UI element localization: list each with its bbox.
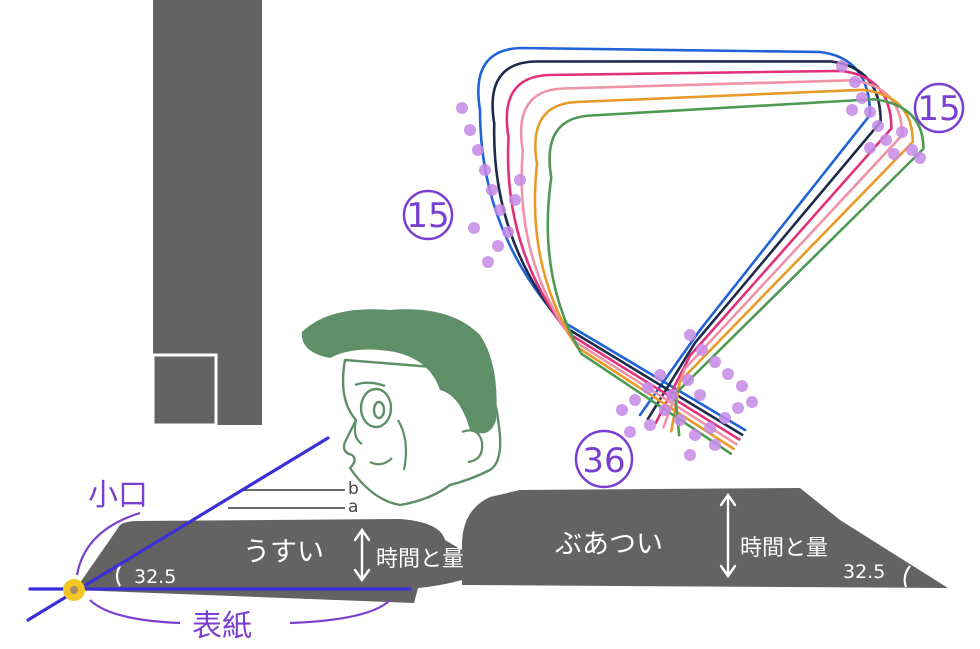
svg-text:15: 15 xyxy=(917,89,960,129)
intersection-dot xyxy=(674,414,686,426)
intersection-dot xyxy=(732,402,744,414)
count-label-bottom: 36 xyxy=(574,429,634,489)
intersection-dot xyxy=(684,449,696,461)
tall-grey-column xyxy=(151,0,262,427)
koguchi-arc xyxy=(75,511,141,576)
intersection-dot xyxy=(836,60,848,72)
intersection-dot xyxy=(694,389,706,401)
intersection-dot xyxy=(482,256,494,268)
thick-book xyxy=(462,488,948,588)
face-illustration xyxy=(301,309,502,507)
intersection-dot xyxy=(682,374,694,386)
thickness-arrow-right xyxy=(719,492,737,579)
intersection-dot xyxy=(704,422,716,434)
strand-green xyxy=(546,97,925,455)
intersection-dot xyxy=(659,404,671,416)
intersection-dot xyxy=(629,394,641,406)
intersection-dots xyxy=(456,60,926,461)
intersection-dot xyxy=(502,226,514,238)
angle-label-right: 32.5 xyxy=(843,561,885,583)
intersection-dot xyxy=(709,439,721,451)
intersection-dot xyxy=(684,329,696,341)
intersection-dot xyxy=(709,356,721,368)
intersection-dot xyxy=(689,429,701,441)
intersection-dot xyxy=(472,144,484,156)
svg-text:36: 36 xyxy=(582,441,625,481)
intersection-dot xyxy=(468,222,480,234)
intersection-dot xyxy=(509,194,521,206)
intersection-dot xyxy=(856,92,868,104)
count-label-left: 15 xyxy=(402,189,454,241)
intersection-dot xyxy=(864,106,876,118)
intersection-dot xyxy=(736,380,748,392)
svg-text:15: 15 xyxy=(406,196,449,236)
intersection-dot xyxy=(746,396,758,408)
hyoushi-label: 表紙 xyxy=(192,609,252,644)
hyoushi-arc-left xyxy=(89,599,181,625)
intersection-dot xyxy=(456,102,468,114)
strand-orange xyxy=(533,88,915,451)
intersection-dot xyxy=(906,144,918,156)
intersection-dot xyxy=(880,134,892,146)
intersection-dot xyxy=(914,152,926,164)
intersection-dot xyxy=(486,184,498,196)
intersection-dot xyxy=(722,368,734,380)
hyoushi-arc-right xyxy=(289,599,391,625)
intersection-dot xyxy=(654,369,666,381)
time-amount-label-left: 時間と量 xyxy=(376,547,464,572)
intersection-dot xyxy=(846,104,858,116)
intersection-dot xyxy=(864,142,876,154)
angle-arc-right xyxy=(903,565,911,588)
line-label-b: b xyxy=(348,479,359,499)
intersection-dot xyxy=(666,389,678,401)
time-amount-label-right: 時間と量 xyxy=(740,536,828,561)
usui-label: うすい xyxy=(243,537,324,568)
intersection-dot xyxy=(492,240,504,252)
intersection-dot xyxy=(642,382,654,394)
angle-label-left: 32.5 xyxy=(134,566,176,588)
line-label-a: a xyxy=(348,497,358,517)
intersection-dot xyxy=(719,412,731,424)
intersection-dot xyxy=(849,76,861,88)
pivot-dot xyxy=(63,579,85,601)
intersection-dot xyxy=(896,126,908,138)
count-label-right: 15 xyxy=(913,82,965,134)
sight-lines xyxy=(228,489,345,509)
thin-book xyxy=(75,519,462,603)
intersection-dot xyxy=(464,124,476,136)
intersection-dot xyxy=(624,426,636,438)
intersection-dot xyxy=(616,404,628,416)
thickness-arrow-left xyxy=(353,527,371,583)
strand-magenta xyxy=(505,69,893,441)
intersection-dot xyxy=(514,174,526,186)
strand-pink xyxy=(519,79,904,446)
angle-arc-left xyxy=(115,565,121,587)
intersection-dot xyxy=(872,120,884,132)
intersection-dot xyxy=(494,204,506,216)
intersection-dot xyxy=(644,419,656,431)
buatsui-label: ぶあつい xyxy=(555,529,663,560)
intersection-dot xyxy=(479,164,491,176)
koguchi-label: 小口 xyxy=(88,478,148,513)
intersection-dot xyxy=(696,344,708,356)
pivot-dot-center xyxy=(70,586,78,594)
intersection-dot xyxy=(888,148,900,160)
